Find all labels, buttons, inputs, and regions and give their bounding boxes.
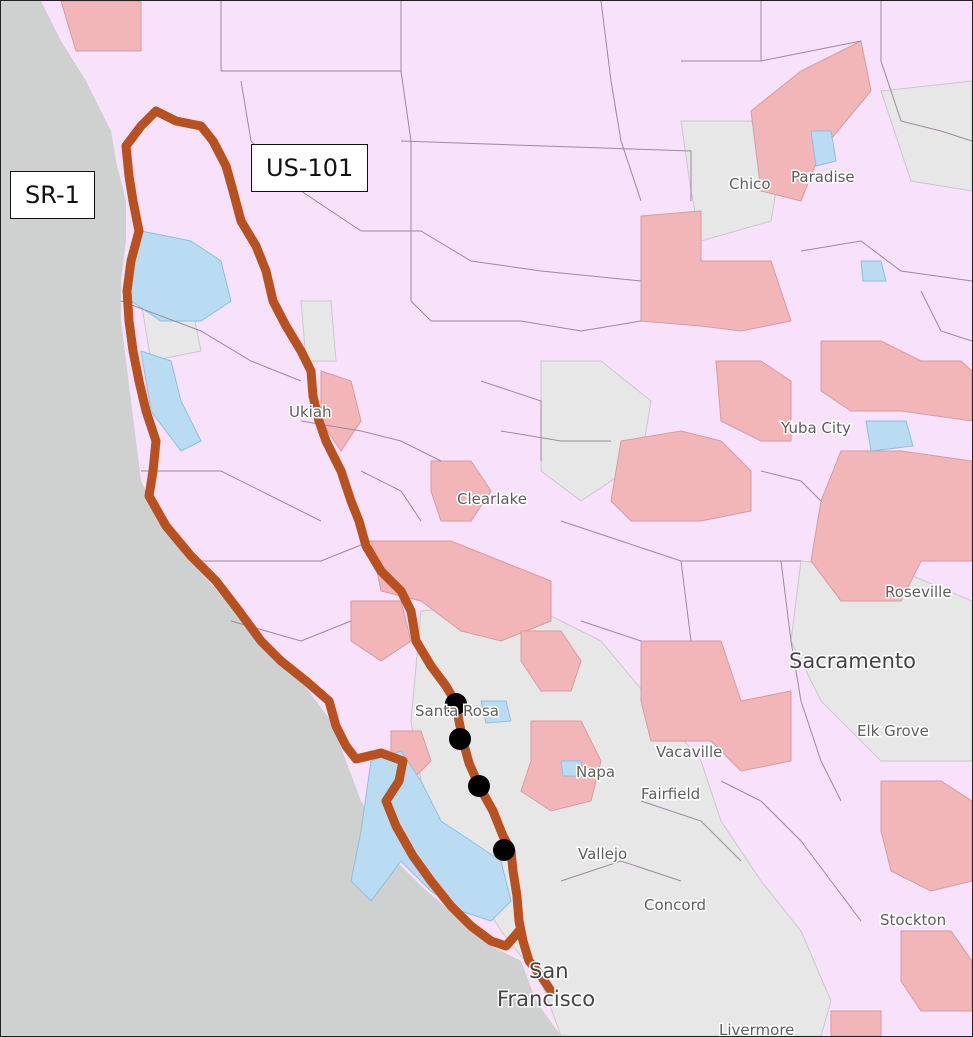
- city-label-yuba-city: Yuba City: [780, 419, 851, 437]
- city-label-sacramento: Sacramento: [789, 649, 916, 673]
- city-label-vacaville: Vacaville: [656, 743, 722, 761]
- city-label-chico: Chico: [729, 175, 771, 193]
- highlighted-regions: [60, 1, 972, 1036]
- city-label-elk-grove: Elk Grove: [857, 722, 929, 740]
- route-marker[interactable]: [445, 693, 467, 715]
- sr1-highway-label: SR-1: [10, 171, 95, 219]
- city-label-san: San: [529, 959, 569, 983]
- route-marker[interactable]: [449, 728, 471, 750]
- route-markers[interactable]: [445, 693, 515, 861]
- us101-highway-label: US-101: [251, 144, 369, 192]
- city-label-paradise: Paradise: [791, 168, 855, 186]
- city-label-ukiah: Ukiah: [289, 403, 332, 421]
- boundary-lines: [120, 1, 972, 922]
- city-label-livermore: Livermore: [719, 1021, 794, 1036]
- city-label-vallejo: Vallejo: [578, 845, 627, 863]
- city-label-santa-rosa: Santa Rosa: [415, 702, 499, 720]
- land-mass: [41, 1, 972, 1036]
- city-label-napa: Napa: [576, 763, 615, 781]
- route-marker[interactable]: [468, 775, 490, 797]
- city-label-francisco: Francisco: [497, 987, 595, 1011]
- city-label-roseville: Roseville: [885, 583, 952, 601]
- city-label-fairfield: Fairfield: [641, 785, 700, 803]
- city-labels: Chico Paradise Ukiah Yuba City Clearlake…: [288, 167, 954, 1037]
- route-marker[interactable]: [493, 839, 515, 861]
- city-label-stockton: Stockton: [880, 911, 946, 929]
- city-label-clearlake: Clearlake: [457, 490, 527, 508]
- city-label-concord: Concord: [644, 896, 706, 914]
